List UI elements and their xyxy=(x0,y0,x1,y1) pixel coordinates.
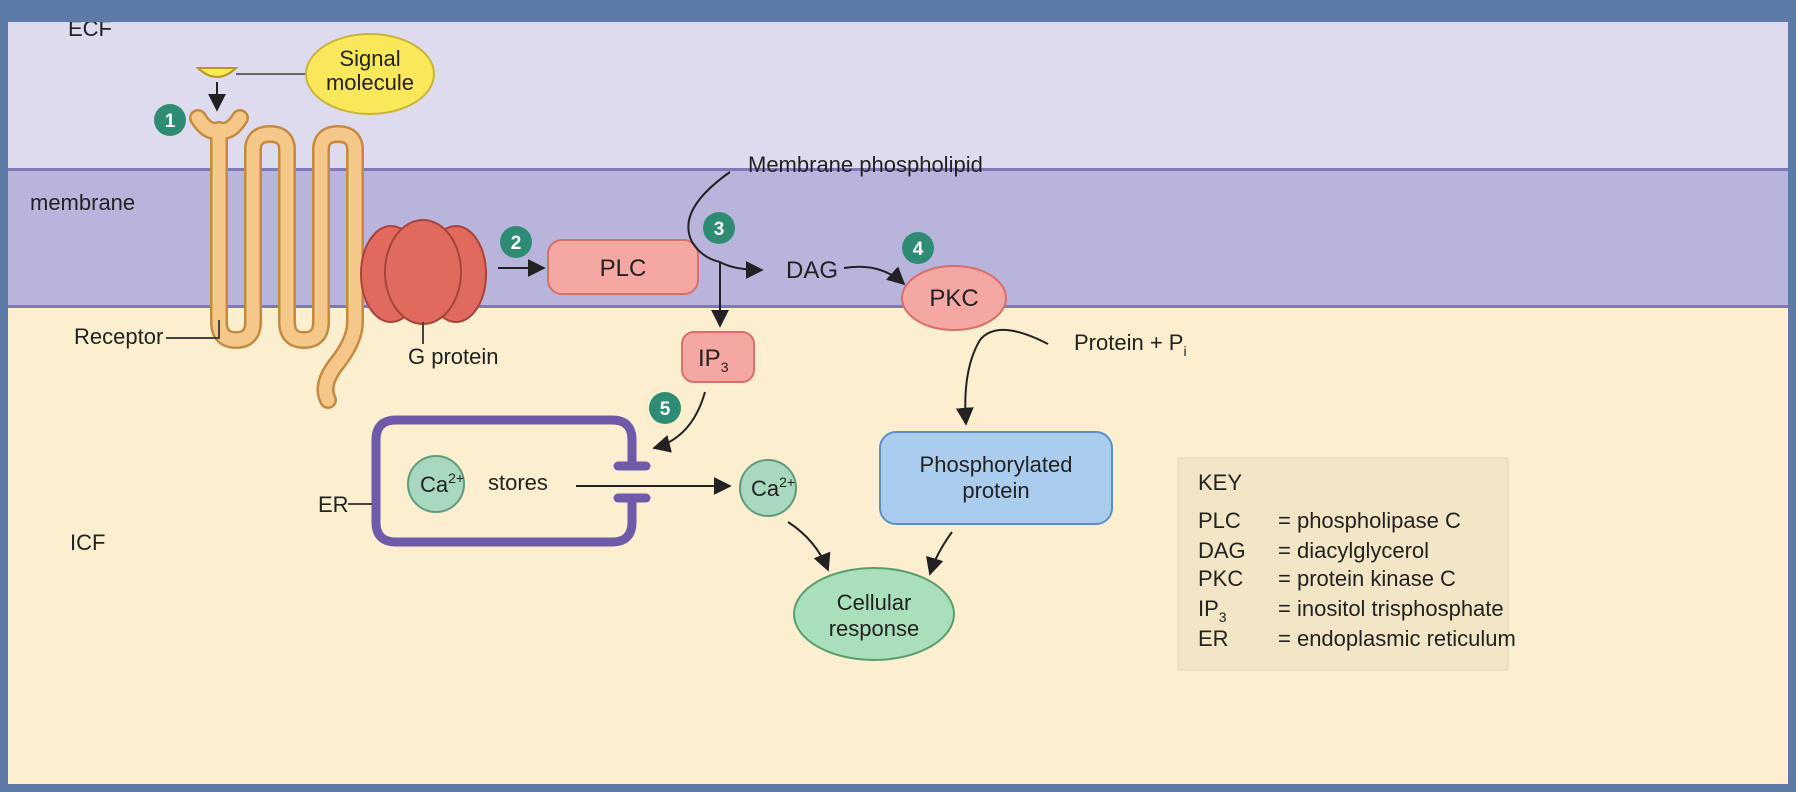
cellular-response-label-1: Cellular xyxy=(837,590,912,615)
ip3-to-er-arrow xyxy=(652,391,706,453)
phospholipid-curve xyxy=(687,171,731,263)
membrane-phospholipid-label: Membrane phospholipid xyxy=(748,152,983,177)
ecf-region xyxy=(8,22,1788,168)
calcium-to-response-arrow xyxy=(787,521,831,572)
plc-enzyme: PLC xyxy=(547,239,699,295)
key-def-er: = endoplasmic reticulum xyxy=(1278,626,1516,651)
key-title: KEY xyxy=(1198,470,1242,495)
calcium-ion-released: Ca2+ xyxy=(739,459,797,517)
signal-ligand-icon xyxy=(195,67,239,78)
diagram-stage: ECF membrane ICF Signal molecule Recepto… xyxy=(8,22,1788,784)
er-membrane xyxy=(371,415,637,547)
key-def-pkc: = protein kinase C xyxy=(1278,566,1456,591)
cellular-response-ellipse xyxy=(793,567,955,661)
signal-molecule-label-1: Signal xyxy=(339,46,400,71)
signal-molecule: Signal molecule xyxy=(195,33,435,115)
dag-to-pkc-arrow xyxy=(843,265,906,286)
pkc-label: PKC xyxy=(929,285,978,312)
calcium-stored-label: Ca2+ xyxy=(420,470,464,497)
calcium-released-label: Ca2+ xyxy=(751,474,795,501)
key-def-ip3: = inositol trisphosphate xyxy=(1278,596,1504,621)
g-protein-label: G protein xyxy=(408,344,499,369)
pkc-ellipse xyxy=(901,265,1007,331)
signal-molecule-label-2: molecule xyxy=(326,70,414,95)
svg-text:4: 4 xyxy=(913,239,924,260)
plc-box xyxy=(547,239,699,295)
protein-to-response-arrow xyxy=(926,531,953,576)
phosphorylated-protein-label-2: protein xyxy=(962,478,1029,503)
calcium-ion-stored xyxy=(407,455,465,513)
membrane-label: membrane xyxy=(30,190,135,215)
pkc-phosphorylation-arrow xyxy=(955,328,1049,426)
step-badge-5: 5 xyxy=(649,392,681,424)
pkc-enzyme: PKC xyxy=(901,265,1007,331)
ip3-label: IP3 xyxy=(698,345,729,375)
g-protein: G protein xyxy=(360,219,499,369)
cellular-response-label-2: response xyxy=(829,616,920,641)
phosphorylated-protein: Phosphorylated protein xyxy=(879,431,1113,525)
key-abbr-ip3: IP3 xyxy=(1198,596,1227,625)
plc-label: PLC xyxy=(600,255,647,282)
ip3-box xyxy=(681,331,755,383)
icf-label: ICF xyxy=(70,530,105,555)
g-protein-subunit-beta xyxy=(384,219,462,325)
svg-text:2: 2 xyxy=(511,233,522,254)
stores-label: stores xyxy=(488,470,548,495)
ecf-label: ECF xyxy=(68,22,112,41)
endoplasmic-reticulum: ER Ca2+ stores xyxy=(318,415,651,547)
dag-label: DAG xyxy=(786,257,838,284)
cellular-response: Cellular response xyxy=(793,567,955,661)
protein-pi-label: Protein + Pi xyxy=(1074,330,1187,359)
step-badge-1: 1 xyxy=(154,104,186,136)
signal-molecule-ellipse xyxy=(305,33,435,115)
svg-text:5: 5 xyxy=(660,399,671,420)
key-abbr-er: ER xyxy=(1198,626,1229,651)
key-box xyxy=(1177,457,1509,671)
key-abbr-plc: PLC xyxy=(1198,508,1241,533)
receptor-label: Receptor xyxy=(74,324,163,349)
svg-text:1: 1 xyxy=(165,111,176,132)
phosphorylated-protein-label-1: Phosphorylated xyxy=(920,452,1073,477)
signal-pathway-diagram: ECF membrane ICF Signal molecule Recepto… xyxy=(30,22,1516,671)
receptor-leader-line xyxy=(166,320,220,339)
phospholipid-to-dag-arrow xyxy=(719,260,764,279)
key-panel: KEY PLC = phospholipase C DAG = diacylgl… xyxy=(1177,457,1516,671)
svg-text:3: 3 xyxy=(714,219,725,240)
key-def-plc: = phospholipase C xyxy=(1278,508,1461,533)
step-badge-2: 2 xyxy=(500,226,532,258)
calcium-ion-circle xyxy=(739,459,797,517)
key-abbr-pkc: PKC xyxy=(1198,566,1243,591)
key-def-dag: = diacylglycerol xyxy=(1278,538,1429,563)
step-badge-3: 3 xyxy=(703,212,735,244)
step-badge-4: 4 xyxy=(902,232,934,264)
receptor-body xyxy=(191,111,362,407)
key-abbr-dag: DAG xyxy=(1198,538,1246,563)
er-label: ER xyxy=(318,492,349,517)
ip3-molecule: IP3 xyxy=(681,331,755,383)
phosphorylated-protein-box xyxy=(879,431,1113,525)
receptor: Receptor xyxy=(74,109,364,409)
